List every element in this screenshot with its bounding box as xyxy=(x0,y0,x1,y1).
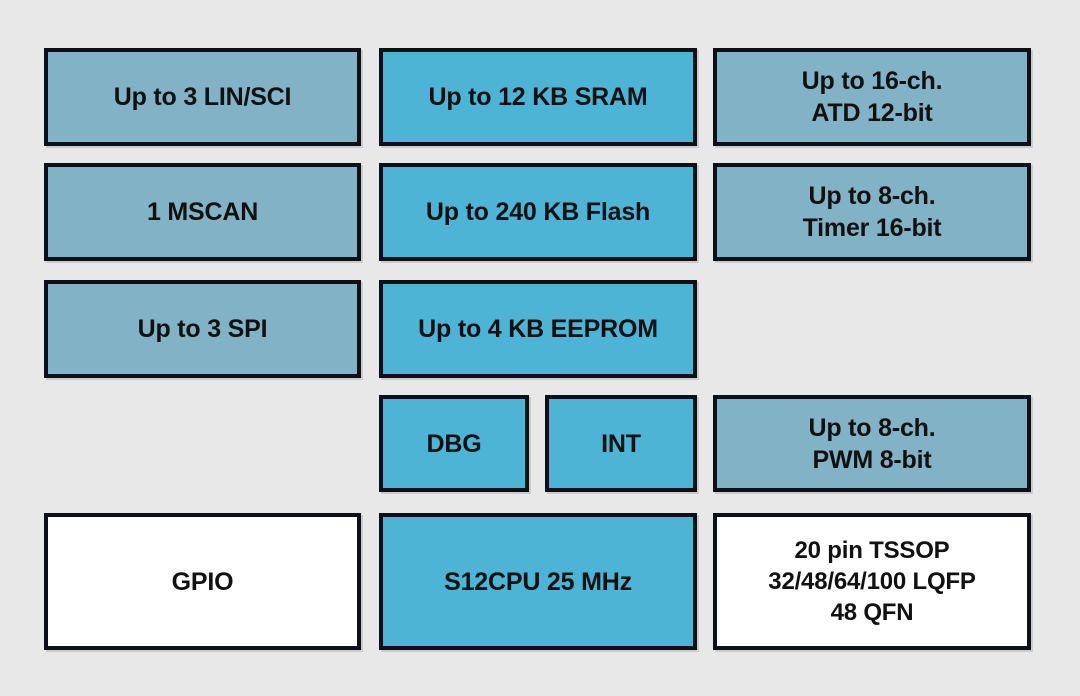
block-timer[interactable]: Up to 8-ch. Timer 16-bit xyxy=(713,163,1031,261)
block-mscan-label: 1 MSCAN xyxy=(146,198,259,226)
block-cpu[interactable]: S12CPU 25 MHz xyxy=(379,513,697,650)
block-int[interactable]: INT xyxy=(545,395,697,492)
block-dbg-label: DBG xyxy=(426,429,482,458)
block-packages[interactable]: 20 pin TSSOP 32/48/64/100 LQFP 48 QFN xyxy=(713,513,1031,650)
block-lin-sci[interactable]: Up to 3 LIN/SCI xyxy=(44,48,361,146)
block-mscan[interactable]: 1 MSCAN xyxy=(44,163,361,261)
block-packages-label: 20 pin TSSOP 32/48/64/100 LQFP 48 QFN xyxy=(768,536,976,627)
block-gpio[interactable]: GPIO xyxy=(44,513,361,650)
block-timer-label: Up to 8-ch. Timer 16-bit xyxy=(802,182,942,242)
block-atd[interactable]: Up to 16-ch. ATD 12-bit xyxy=(713,48,1031,146)
block-int-label: INT xyxy=(601,429,641,458)
block-eeprom[interactable]: Up to 4 KB EEPROM xyxy=(379,280,697,378)
block-pwm[interactable]: Up to 8-ch. PWM 8-bit xyxy=(713,395,1031,492)
block-sram-label: Up to 12 KB SRAM xyxy=(428,83,648,111)
block-lin-sci-label: Up to 3 LIN/SCI xyxy=(113,83,292,111)
block-gpio-label: GPIO xyxy=(171,567,234,596)
block-sram[interactable]: Up to 12 KB SRAM xyxy=(379,48,697,146)
block-flash[interactable]: Up to 240 KB Flash xyxy=(379,163,697,261)
block-dbg[interactable]: DBG xyxy=(379,395,529,492)
block-spi[interactable]: Up to 3 SPI xyxy=(44,280,361,378)
block-cpu-label: S12CPU 25 MHz xyxy=(444,567,632,596)
block-eeprom-label: Up to 4 KB EEPROM xyxy=(418,315,658,343)
block-atd-label: Up to 16-ch. ATD 12-bit xyxy=(801,67,943,127)
block-spi-label: Up to 3 SPI xyxy=(137,315,268,343)
block-pwm-label: Up to 8-ch. PWM 8-bit xyxy=(808,413,936,474)
block-flash-label: Up to 240 KB Flash xyxy=(425,198,651,226)
